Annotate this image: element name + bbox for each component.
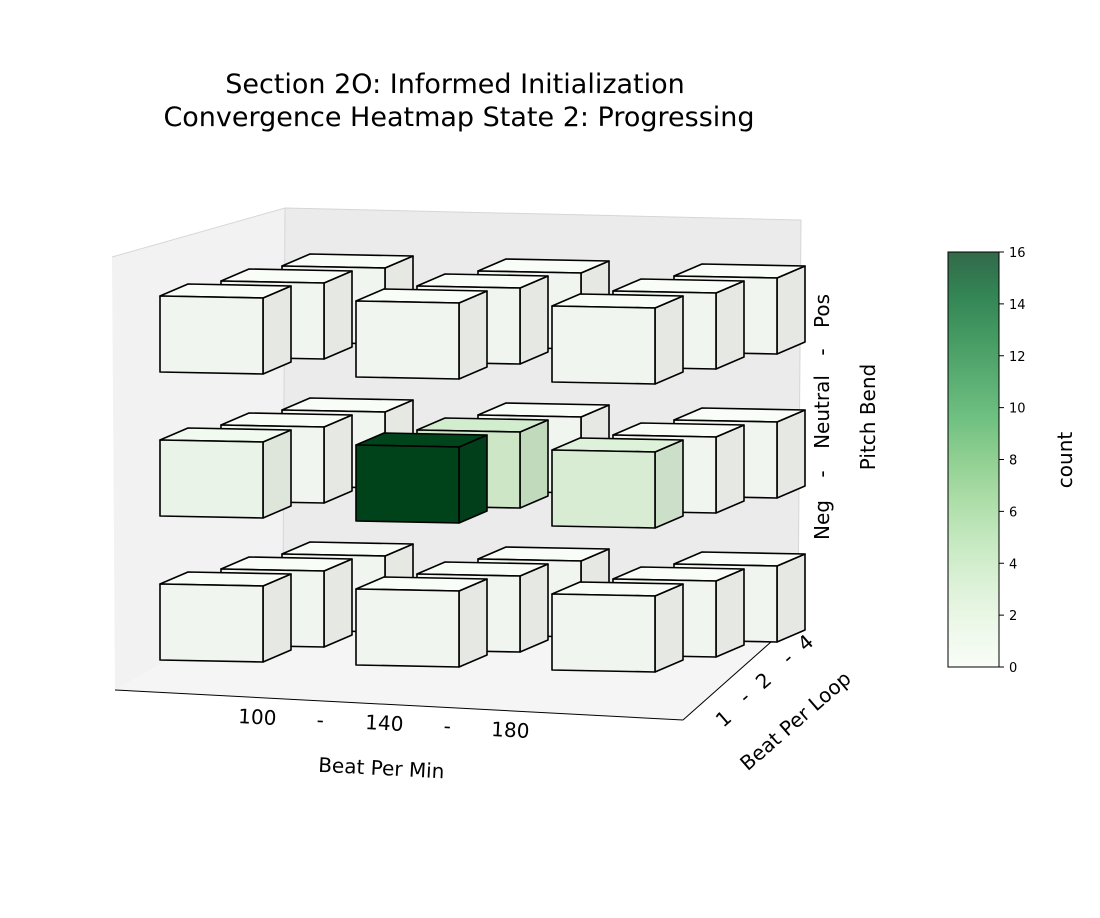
colorbar-tick-label: 8 <box>1009 454 1017 469</box>
cube-side-face <box>776 409 806 499</box>
voxel-cubes <box>159 253 806 673</box>
cube-front-face <box>159 295 264 375</box>
cube-side-face <box>262 573 292 663</box>
cube-side-face <box>519 419 549 509</box>
cube-side-face <box>458 578 488 668</box>
y-tick-label: - <box>777 646 798 669</box>
z-tick-label: Neg <box>810 500 834 540</box>
x-axis-line <box>114 689 684 721</box>
y-tick-label: 2 <box>751 667 776 693</box>
voxel-cube <box>551 581 684 673</box>
cube-side-face <box>323 558 353 648</box>
colorbar-tick-label: 0 <box>1009 661 1017 676</box>
cube-side-face <box>715 424 745 514</box>
voxel-cube <box>551 437 684 529</box>
voxel-cube <box>159 427 292 519</box>
colorbar-ticks: 0 2 4 6 8 10 12 14 16 <box>999 246 1026 676</box>
cube-front-face <box>355 444 460 524</box>
colorbar-tick-label: 10 <box>1009 402 1026 417</box>
cube-side-face <box>323 414 353 504</box>
cube-side-face <box>776 553 806 643</box>
x-tick-label: - <box>443 714 451 738</box>
voxel-cube <box>355 432 488 524</box>
cube-side-face <box>262 285 292 375</box>
colorbar-tick-label: 16 <box>1009 246 1026 261</box>
y-tick-label: - <box>734 685 755 708</box>
cube-side-face <box>654 295 684 385</box>
cube-side-face <box>654 439 684 529</box>
cube-side-face <box>458 290 488 380</box>
z-axis-label: Pitch Bend <box>856 364 880 470</box>
cube-side-face <box>262 429 292 519</box>
colorbar-label: count <box>1053 432 1077 489</box>
cube-front-face <box>551 593 656 673</box>
cube-side-face <box>715 568 745 658</box>
z-tick-label: Neutral <box>810 375 834 449</box>
x-tick-label: - <box>316 708 324 732</box>
colorbar-tick-label: 6 <box>1009 505 1017 520</box>
z-axis-ticks: Neg - Neutral - Pos Pitch Bend <box>810 294 880 540</box>
cube-side-face <box>323 270 353 360</box>
y-tick-label: 1 <box>711 705 736 731</box>
z-tick-label: - <box>810 470 834 477</box>
voxel-cube <box>355 576 488 668</box>
colorbar-tick-label: 14 <box>1009 298 1026 313</box>
z-tick-label: Pos <box>810 294 834 328</box>
colorbar: 0 2 4 6 8 10 12 14 16 count <box>947 246 1077 676</box>
x-tick-label: 100 <box>238 704 277 730</box>
colorbar-gradient <box>947 251 1000 668</box>
cube-side-face <box>519 563 549 653</box>
cube-front-face <box>159 439 264 519</box>
title-line-1: Section 2O: Informed Initialization <box>225 69 685 100</box>
z-tick-label: - <box>810 348 834 355</box>
colorbar-tick-label: 2 <box>1009 609 1017 624</box>
cube-side-face <box>519 275 549 365</box>
cube-front-face <box>551 305 656 385</box>
x-tick-label: 180 <box>491 717 530 743</box>
cube-side-face <box>715 280 745 370</box>
voxel-cube <box>159 571 292 663</box>
cube-front-face <box>551 449 656 529</box>
x-axis-ticks: 100 - 140 - 180 Beat Per Min <box>238 704 530 783</box>
chart-title: Section 2O: Informed Initialization Conv… <box>163 69 754 133</box>
cube-side-face <box>654 583 684 673</box>
colorbar-tick-label: 12 <box>1009 350 1026 365</box>
voxel-cube <box>551 293 684 385</box>
voxel-cube <box>159 283 292 375</box>
title-line-2: Convergence Heatmap State 2: Progressing <box>163 102 754 133</box>
y-tick-label: 4 <box>793 629 818 655</box>
cube-front-face <box>355 588 460 668</box>
y-axis-label: Beat Per Loop <box>735 666 855 775</box>
x-tick-label: 140 <box>365 710 404 736</box>
colorbar-tick-label: 4 <box>1009 557 1017 572</box>
x-axis-label: Beat Per Min <box>318 753 445 784</box>
cube-front-face <box>159 583 264 663</box>
cube-side-face <box>458 434 488 524</box>
cube-side-face <box>776 265 806 355</box>
voxel-cube <box>355 288 488 380</box>
cube-front-face <box>355 300 460 380</box>
